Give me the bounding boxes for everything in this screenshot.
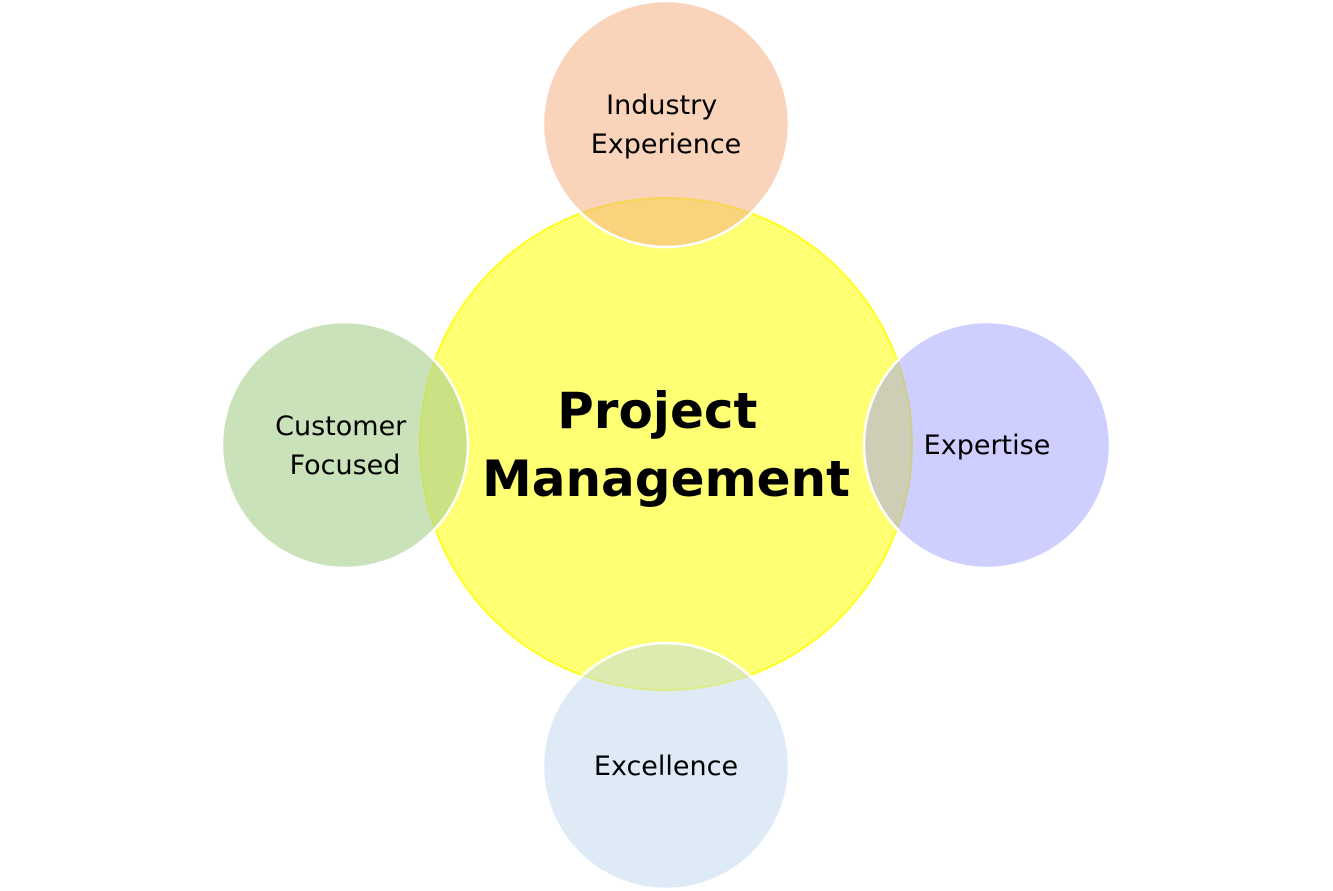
label-expertise: Expertise [924,430,1051,461]
circle-excellence [541,641,791,891]
label-customer-focused: Customer Focused [275,411,415,481]
label-excellence: Excellence [594,751,738,782]
circle-customer-focused [220,320,470,570]
label-industry-experience-line-2: Experience [591,129,742,160]
circle-expertise [862,320,1112,570]
center-label: Project Management [482,382,850,508]
label-industry-experience-line-1: Industry [606,90,717,121]
label-customer-focused-line-2: Focused [290,450,401,481]
circle-industry-experience [541,0,791,249]
center-label-line-2: Management [482,450,850,508]
center-label-line-1: Project [557,382,757,440]
label-industry-experience: Industry Experience [591,90,742,160]
label-customer-focused-line-1: Customer [275,411,407,442]
center-circle [419,197,913,691]
